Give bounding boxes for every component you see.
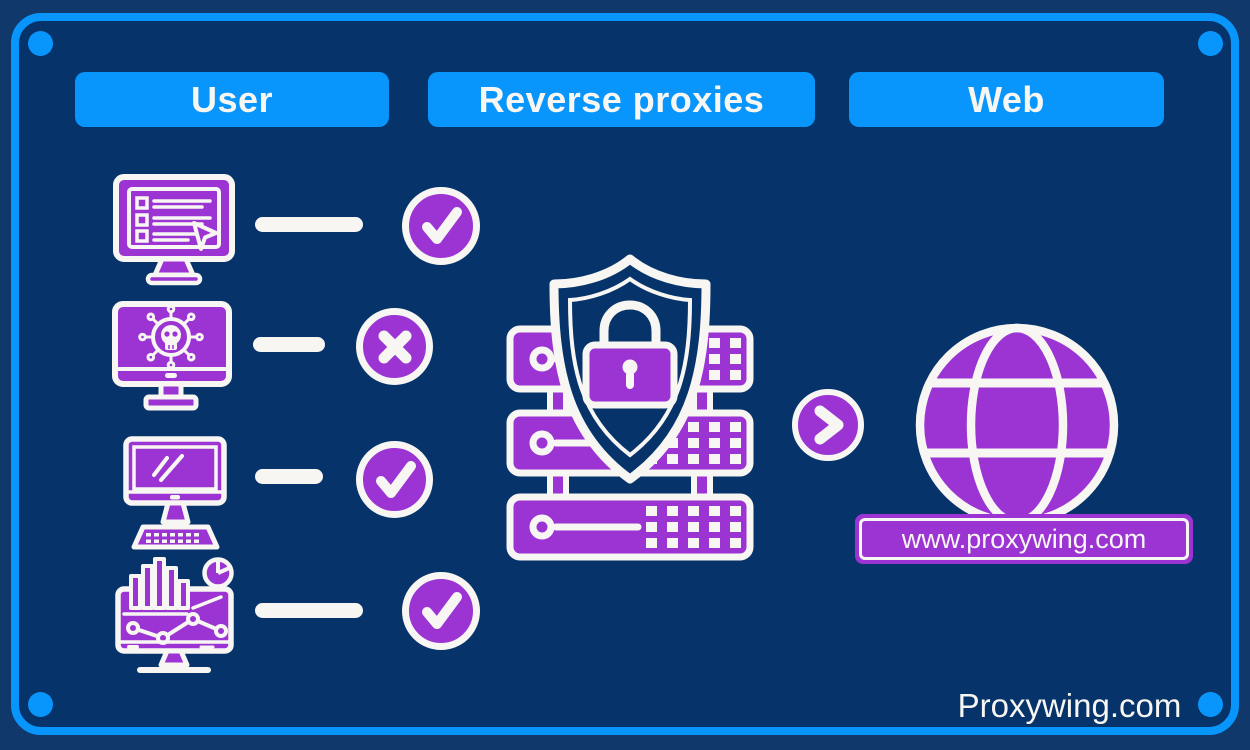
connector-dash-3 [255, 469, 323, 484]
browser-checklist-monitor-icon [113, 174, 235, 286]
corner-dot-top-left [28, 31, 53, 56]
header-user: User [75, 72, 389, 127]
desktop-computer-icon [123, 436, 227, 550]
connector-dash-1 [255, 217, 363, 232]
connector-dash-2 [253, 337, 325, 352]
header-web: Web [849, 72, 1164, 127]
chevron-right-circle-icon [792, 389, 864, 461]
cross-circle-icon [356, 308, 433, 385]
brand-text: Proxywing.com [957, 687, 1182, 724]
check-circle-icon-1 [402, 187, 480, 265]
url-text: www.proxywing.com [901, 523, 1147, 554]
header-reverse-proxies: Reverse proxies [428, 72, 815, 127]
corner-dot-bottom-right [1198, 692, 1223, 717]
shield-lock-server-rack-icon [506, 254, 754, 561]
check-circle-icon-2 [356, 441, 433, 518]
corner-dot-top-right [1198, 31, 1223, 56]
check-circle-icon-3 [402, 572, 480, 650]
analytics-monitor-icon [115, 557, 234, 673]
globe-icon [915, 323, 1119, 527]
website-url-label: www.proxywing.com [855, 514, 1193, 564]
connector-dash-4 [255, 603, 363, 618]
malware-skull-monitor-icon [112, 301, 232, 411]
corner-dot-bottom-left [28, 692, 53, 717]
